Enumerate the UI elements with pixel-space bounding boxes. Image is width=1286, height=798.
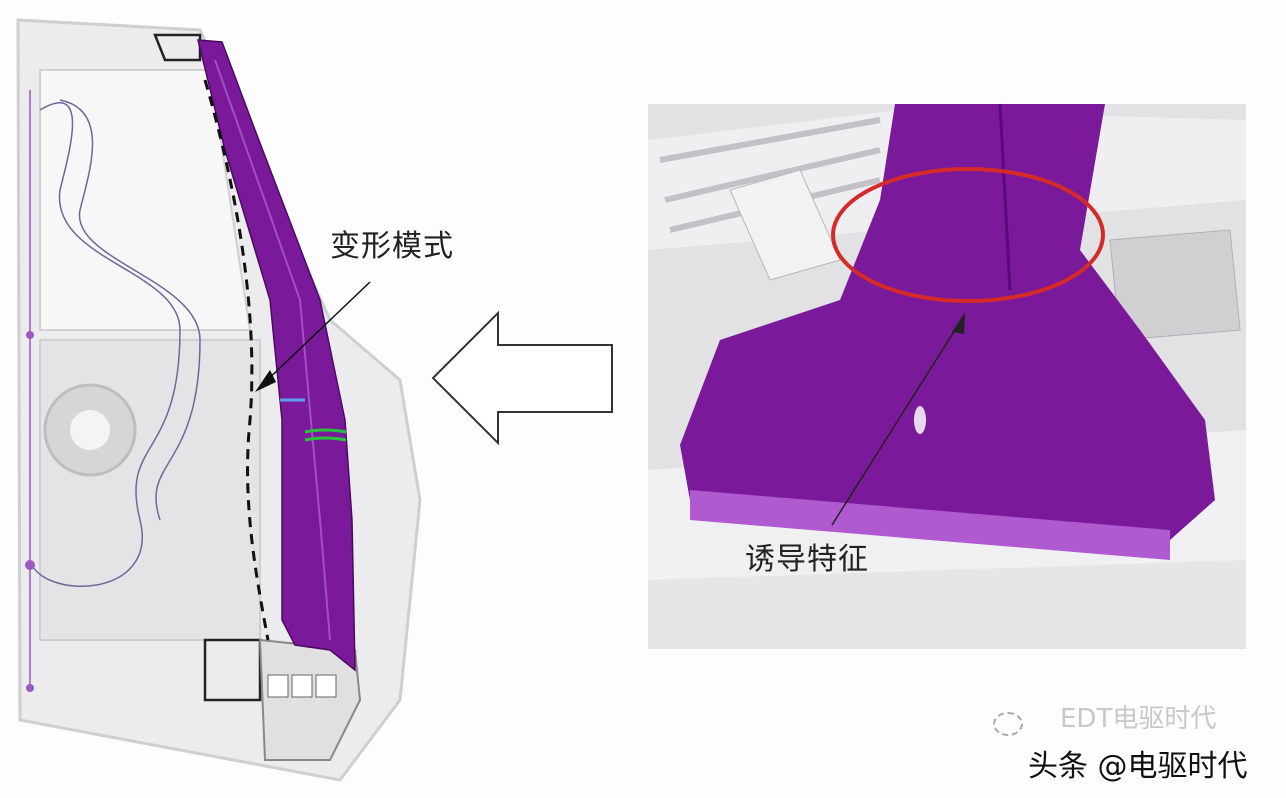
deformation-curve (203, 79, 270, 641)
watermark-logo-icon (993, 712, 1023, 736)
marker-green (304, 428, 347, 442)
direction-arrow (431, 310, 613, 446)
watermark-secondary: EDT电驱时代 (1060, 704, 1217, 734)
watermark-primary: 头条 @电驱时代 (1028, 749, 1248, 784)
label-induced-feature: 诱导特征 (745, 542, 869, 577)
highlight-ring (831, 167, 1105, 303)
detail-view (648, 103, 1246, 649)
label-deformation-mode: 变形模式 (330, 229, 454, 264)
induced-feature-pointer (831, 321, 961, 526)
deformation-pointer (261, 281, 371, 386)
b-pillar (197, 39, 356, 672)
